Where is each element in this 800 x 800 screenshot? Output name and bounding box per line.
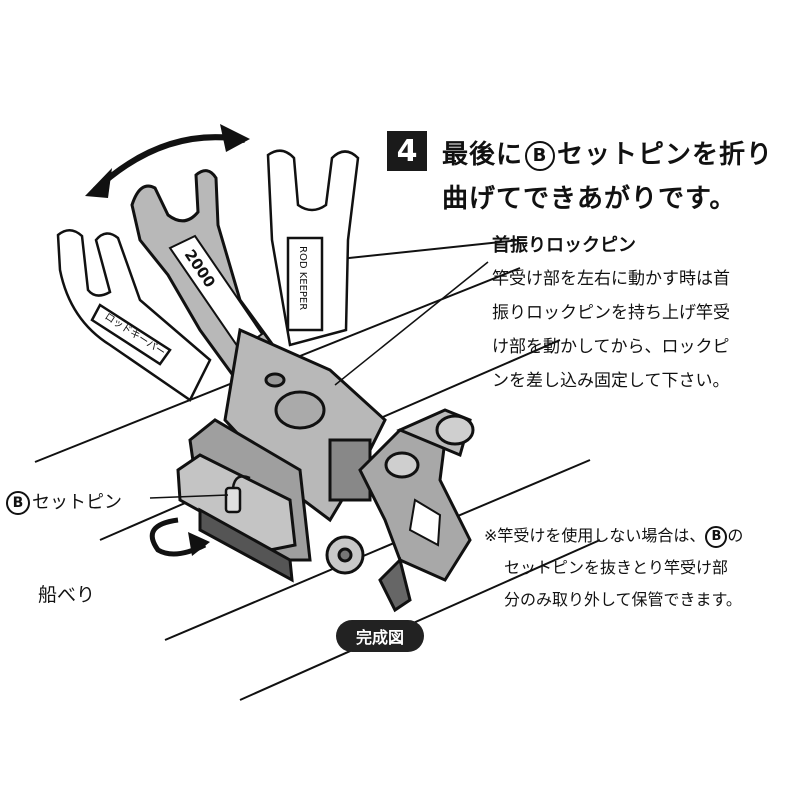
note-line1-suffix: の [727,526,744,545]
lock-pin-hole [274,390,326,430]
lock-pin-text-line: 竿受け部を左右に動かす時は首 [492,269,730,289]
lock-pin-leader [334,261,489,386]
completed-label: 完成図 [336,620,424,652]
lock-pin-text-line: 振りロックピンを持ち上げ竿受 [492,303,730,323]
swing-arrow [92,134,246,193]
rotate-arrow [149,517,207,557]
ghost-right-label: ROD KEEPER [297,246,308,310]
lock-pin-title: 首振りロックピン [492,235,636,256]
step-line1-prefix: 最後に [442,140,524,170]
swing-arrow-head-left [85,168,112,198]
rod-holder-ghost-right: ROD KEEPER [266,149,360,347]
set-pin-leader [149,494,229,499]
marker-b-circle: B [6,491,30,515]
set-pin [224,475,251,514]
step-line1-suffix: セットピンを折り [557,140,774,170]
marker-b-circle: B [525,140,556,171]
lock-pin-text-line: ンを差し込み固定して下さい。 [492,371,730,391]
step-instruction-line-2: 曲げてできあがりです。 [442,184,737,214]
rod-holder-ghost-left: ロッドキーパー [56,229,212,402]
marker-b-circle: B [705,525,728,548]
rod-holder-main: 2000 [130,169,475,613]
note-line-2: セットピンを抜きとり竿受け部 [504,558,729,577]
rotate-arrow-head [188,532,210,556]
set-pin-label-text: セットピン [32,492,122,513]
lock-pin [264,372,286,388]
swing-arrow-head-right [220,124,250,152]
lock-pin-text-line: け部を動かしてから、ロックピ [492,337,730,357]
note-line1-prefix: ※竿受けを使用しない場合は、 [484,526,706,545]
step-number-badge: 4 [387,131,427,171]
boat-edge-label: 船べり [38,584,96,606]
note-line-3: 分のみ取り外して保管できます。 [504,590,742,609]
